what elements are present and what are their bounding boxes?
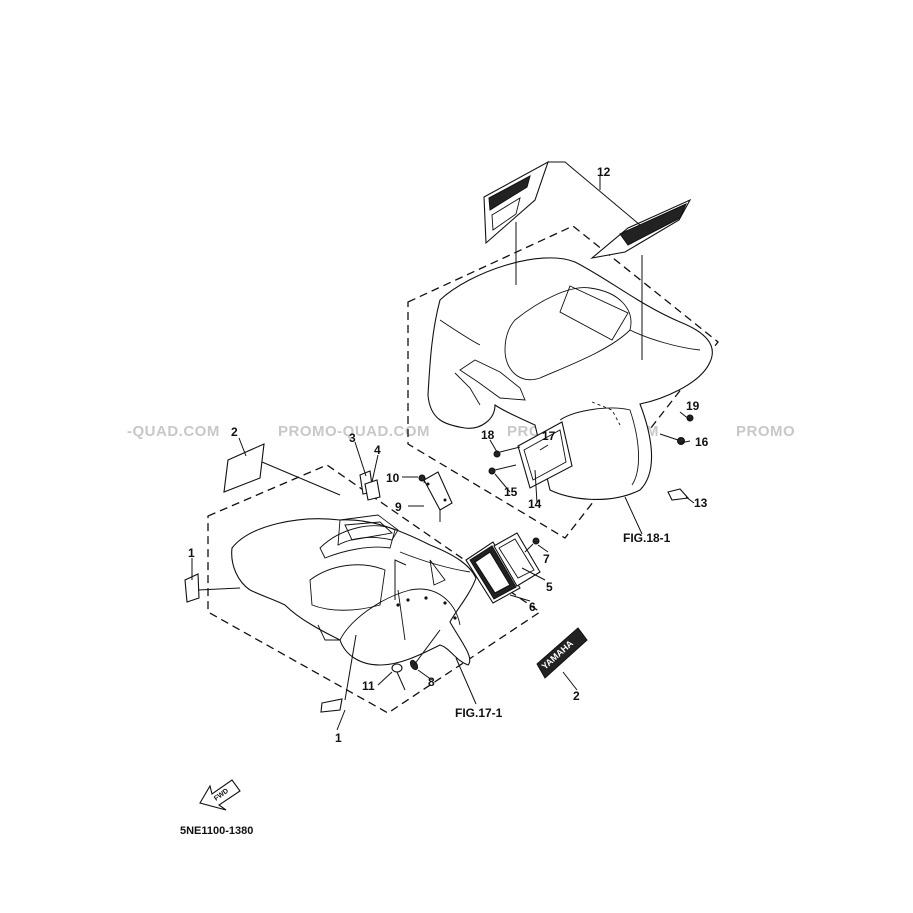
callout-2: 2 <box>573 689 580 703</box>
callout-1: 1 <box>335 731 342 745</box>
forward-arrow-icon: FWD <box>199 779 241 811</box>
diagram-code: 5NE1100-1380 <box>180 825 253 837</box>
front-fender-group: YAMAHA <box>184 443 588 714</box>
callout-7: 7 <box>543 552 550 566</box>
rear-fender-group <box>407 160 719 539</box>
front-reflector <box>184 573 200 603</box>
callout-15: 15 <box>504 485 518 499</box>
callout-13: 13 <box>694 496 708 510</box>
callout-2: 2 <box>231 425 238 439</box>
callout-5: 5 <box>546 580 553 594</box>
callout-18: 18 <box>481 428 495 442</box>
rear-fender <box>427 257 713 500</box>
callout-10: 10 <box>386 471 400 485</box>
front-small-plate <box>423 471 453 511</box>
callout-4: 4 <box>374 443 381 457</box>
callout-3: 3 <box>349 431 356 445</box>
front-left-decal <box>223 443 265 493</box>
front-assembly-boundary <box>207 464 542 714</box>
front-fender <box>231 518 477 666</box>
callout-12: 12 <box>597 165 611 179</box>
callout-11: 11 <box>362 679 375 693</box>
watermark-text: -QUAD.COM <box>127 423 220 440</box>
callout-6: 6 <box>529 600 536 614</box>
front-lower-reflector <box>320 698 343 713</box>
figure-ref-rear: FIG.18-1 <box>623 531 671 545</box>
license-plate-bracket <box>517 421 573 489</box>
rear-assembly-boundary <box>407 225 719 539</box>
rear-reflector <box>667 488 690 501</box>
callout-8: 8 <box>428 675 435 689</box>
callout-9: 9 <box>395 500 402 514</box>
callout-19: 19 <box>686 399 700 413</box>
callout-14: 14 <box>528 497 542 511</box>
callout-16: 16 <box>695 435 709 449</box>
leader-lines <box>191 176 695 731</box>
watermark-text: PROMO-QUAD.COM <box>278 423 430 440</box>
rear-left-decal <box>483 160 549 245</box>
callout-17: 17 <box>542 429 556 443</box>
figure-ref-front: FIG.17-1 <box>455 706 503 720</box>
watermark-text: PROMO <box>736 423 795 440</box>
callout-1: 1 <box>188 546 195 560</box>
yamaha-decal: YAMAHA <box>536 627 588 679</box>
callout-numbers: 1 1 2 2 3 4 5 6 7 8 9 10 11 12 13 14 15 … <box>188 165 709 745</box>
